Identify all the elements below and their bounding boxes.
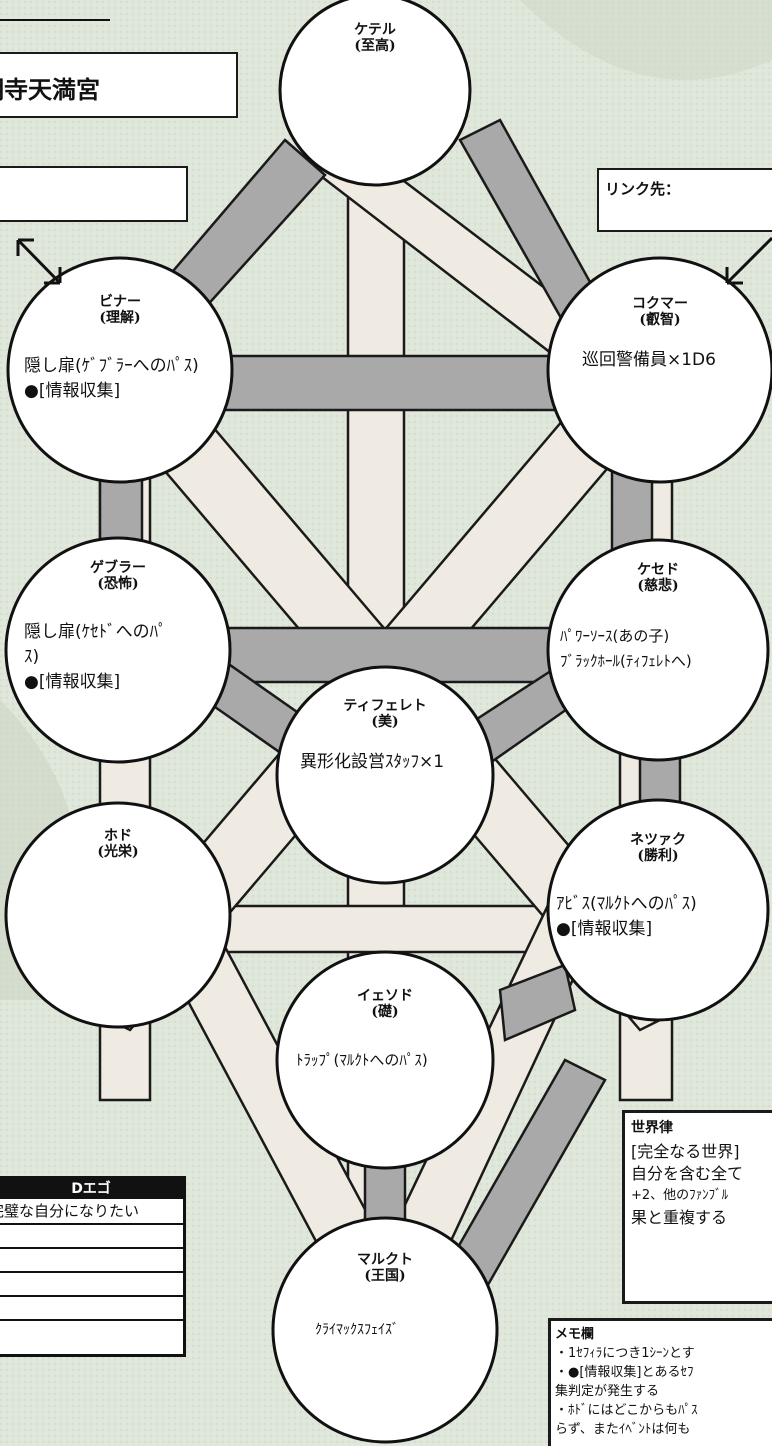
world-law-title: 世界律 — [631, 1120, 673, 1136]
netzach-content: ｱﾋﾞｽ(ﾏﾙｸﾄへのﾊﾟｽ) ●[情報収集] — [556, 892, 697, 942]
circle-chokmah — [546, 256, 772, 484]
circle-hod — [4, 801, 232, 1029]
yesod-name: イェソド — [357, 988, 413, 1004]
kether-title: ケテル (至高) — [315, 22, 435, 54]
memo-title: メモ欄 — [555, 1327, 595, 1342]
arrow-left-icon — [16, 238, 62, 285]
chesed-content: ﾊﾟﾜｰｿｰｽ(あの子) ﾌﾞﾗｯｸﾎｰﾙ(ﾃｨﾌｪﾚﾄへ) — [560, 624, 692, 674]
memo-line-5: らず、またｲﾍﾞﾝﾄは何も — [555, 1422, 691, 1437]
netzach-line-2: ●[情報収集] — [556, 919, 653, 939]
geburah-title: ゲブラー (恐怖) — [58, 560, 178, 592]
binah-sub: (理解) — [99, 310, 141, 326]
circle-geburah — [4, 536, 232, 764]
hod-title: ホド (光栄) — [58, 828, 178, 860]
hod-name: ホド — [104, 828, 132, 844]
circle-netzach — [546, 798, 770, 1022]
malkuth-content: ｸﾗｲﾏｯｸｽﾌｪｲｽﾞ — [315, 1318, 399, 1343]
yesod-content: ﾄﾗｯﾌﾟ(ﾏﾙｸﾄへのﾊﾟｽ) — [296, 1048, 428, 1073]
chesed-title: ケセド (慈悲) — [598, 562, 718, 594]
kether-name: ケテル — [354, 22, 396, 38]
netzach-name: ネツァク — [630, 832, 686, 848]
path-binah-chokmah — [198, 354, 602, 412]
geburah-sub: (恐怖) — [97, 576, 139, 592]
memo-line-1: ・1ｾﾌｨﾗにつき1ｼｰﾝとす — [555, 1346, 695, 1361]
d-ego-row-2[interactable] — [0, 1225, 183, 1249]
chesed-sub: (慈悲) — [637, 578, 679, 594]
circle-malkuth — [271, 1216, 499, 1444]
circle-kether — [278, 0, 472, 187]
malkuth-line-1: ｸﾗｲﾏｯｸｽﾌｪｲｽﾞ — [315, 1322, 399, 1338]
netzach-line-1: ｱﾋﾞｽ(ﾏﾙｸﾄへのﾊﾟｽ) — [556, 894, 697, 914]
binah-content: 隠し扉(ｹﾞﾌﾞﾗｰへのﾊﾟｽ) ●[情報収集] — [24, 354, 199, 404]
memo-box: メモ欄 ・1ｾﾌｨﾗにつき1ｼｰﾝとす ・●[情報収集]とあるｾﾌ 集判定が発生… — [548, 1318, 772, 1446]
malkuth-name: マルクト — [357, 1252, 413, 1268]
chesed-name: ケセド — [637, 562, 679, 578]
binah-line-1: 隠し扉(ｹﾞﾌﾞﾗｰへのﾊﾟｽ) — [24, 356, 199, 376]
location-box: 明寺天満宮 — [0, 52, 238, 118]
left-link-box[interactable] — [0, 166, 188, 222]
netzach-title: ネツァク (勝利) — [598, 832, 718, 864]
world-law-box: 世界律 [完全なる世界] 自分を含む全て +2、他のﾌｧﾝﾌﾞﾙ 果と重複する — [622, 1110, 772, 1304]
d-ego-value[interactable]: 完璧な自分になりたい — [0, 1199, 183, 1225]
chokmah-line-1: 巡回警備員×1D6 — [582, 350, 716, 370]
world-law-line-1: [完全なる世界] — [631, 1142, 740, 1161]
tiphereth-content: 異形化設営ｽﾀｯﾌ×1 — [300, 750, 444, 775]
d-ego-title: Dエゴ — [0, 1179, 183, 1199]
d-ego-row-5[interactable] — [0, 1297, 183, 1321]
circle-yesod — [275, 950, 495, 1170]
world-law-line-2: 自分を含む全て — [631, 1164, 744, 1183]
yesod-sub: (礎) — [371, 1004, 399, 1020]
link-box[interactable]: リンク先： — [597, 168, 772, 232]
tiphereth-title: ティフェレト (美) — [325, 698, 445, 730]
link-label: リンク先： — [605, 180, 681, 198]
circle-chesed — [546, 538, 770, 762]
circle-tiphereth — [275, 665, 495, 885]
circle-binah — [6, 256, 234, 484]
d-ego-box: Dエゴ 完璧な自分になりたい — [0, 1176, 186, 1357]
netzach-sub: (勝利) — [637, 848, 679, 864]
chokmah-name: コクマー — [632, 296, 688, 312]
path-netzach-yesod-grey — [498, 963, 577, 1042]
chesed-line-1: ﾊﾟﾜｰｿｰｽ(あの子) — [560, 627, 670, 645]
malkuth-sub: (王国) — [364, 1268, 406, 1284]
yesod-line-1: ﾄﾗｯﾌﾟ(ﾏﾙｸﾄへのﾊﾟｽ) — [296, 1051, 428, 1069]
arrow-right-icon — [725, 236, 772, 285]
chesed-line-2: ﾌﾞﾗｯｸﾎｰﾙ(ﾃｨﾌｪﾚﾄへ) — [560, 652, 692, 670]
hod-sub: (光栄) — [97, 844, 139, 860]
world-law-line-3: +2、他のﾌｧﾝﾌﾞﾙ — [631, 1188, 729, 1203]
memo-line-3: 集判定が発生する — [555, 1384, 660, 1399]
memo-line-2: ・●[情報収集]とあるｾﾌ — [555, 1365, 694, 1380]
tiphereth-name: ティフェレト — [343, 698, 427, 714]
geburah-line-1: 隠し扉(ｹｾﾄﾞへのﾊﾟ — [24, 622, 167, 642]
kether-sub: (至高) — [354, 38, 396, 54]
geburah-line-2: ｽ) — [24, 647, 40, 667]
d-ego-row-4[interactable] — [0, 1273, 183, 1297]
memo-line-4: ・ﾎﾄﾞにはどこからもﾊﾟｽ — [555, 1403, 698, 1418]
geburah-content: 隠し扉(ｹｾﾄﾞへのﾊﾟ ｽ) ●[情報収集] — [24, 620, 167, 695]
binah-title: ビナー (理解) — [60, 294, 180, 326]
chokmah-content: 巡回警備員×1D6 — [582, 348, 716, 373]
chokmah-title: コクマー (叡智) — [600, 296, 720, 328]
chokmah-sub: (叡智) — [639, 312, 681, 328]
binah-line-2: ●[情報収集] — [24, 381, 121, 401]
geburah-line-3: ●[情報収集] — [24, 672, 121, 692]
tiphereth-sub: (美) — [371, 714, 399, 730]
tiphereth-line-1: 異形化設営ｽﾀｯﾌ×1 — [300, 752, 445, 772]
location-name: 明寺天満宮 — [0, 75, 100, 104]
binah-name: ビナー — [99, 294, 141, 310]
world-law-line-4: 果と重複する — [631, 1208, 728, 1227]
malkuth-title: マルクト (王国) — [325, 1252, 445, 1284]
geburah-name: ゲブラー — [90, 560, 146, 576]
d-ego-row-3[interactable] — [0, 1249, 183, 1273]
yesod-title: イェソド (礎) — [325, 988, 445, 1020]
